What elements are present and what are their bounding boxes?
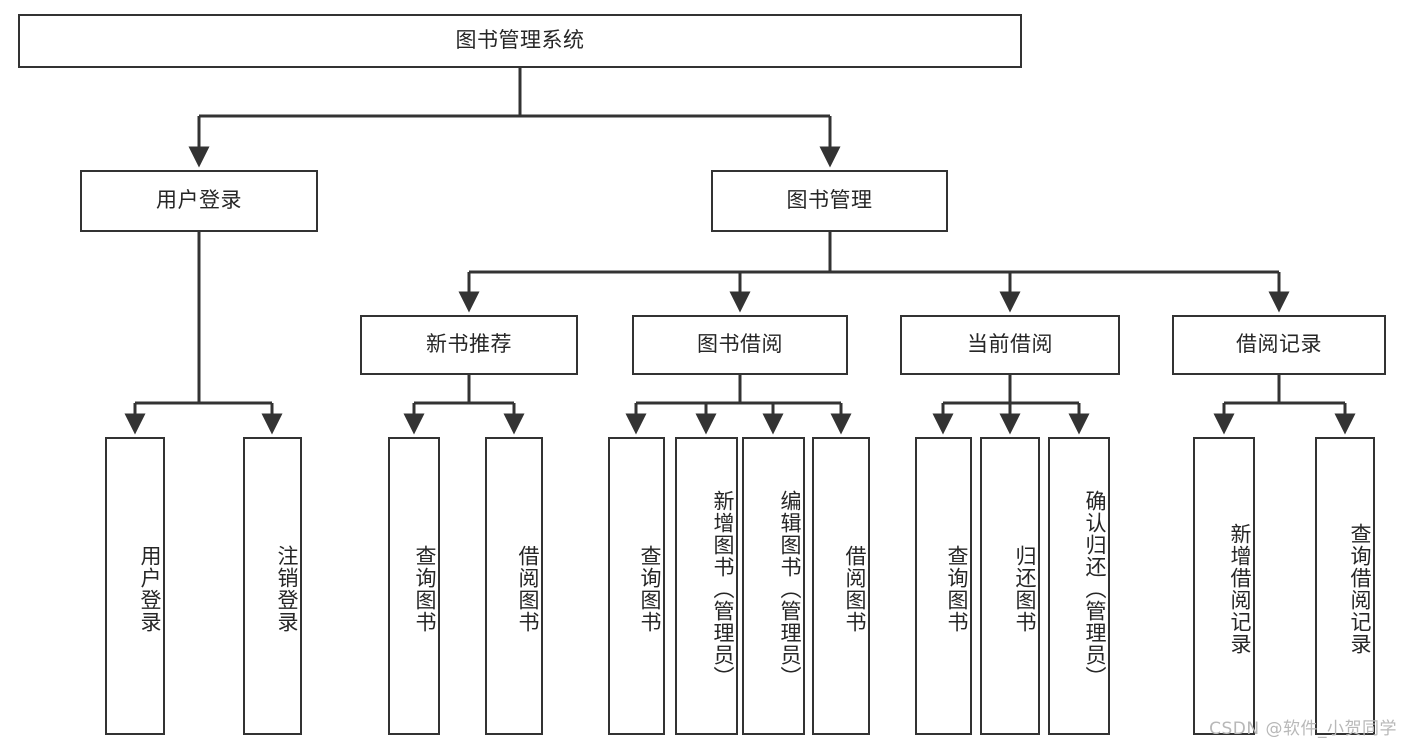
node-new-book-recommend-label: 新书推荐 [426, 332, 512, 357]
node-leaf-query-book-newbook[interactable]: 查询图书 [388, 437, 440, 735]
node-leaf-confirm-return-admin[interactable]: 确认归还（管理员） [1048, 437, 1110, 735]
node-leaf-add-borrow-record-label: 新增借阅记录 [1228, 523, 1252, 655]
node-borrow-record[interactable]: 借阅记录 [1172, 315, 1386, 375]
node-leaf-query-book-borrow[interactable]: 查询图书 [608, 437, 665, 735]
node-root-label: 图书管理系统 [455, 28, 585, 53]
node-leaf-return-book-label: 归还图书 [1013, 545, 1037, 633]
node-book-management-label: 图书管理 [786, 188, 873, 213]
node-current-borrow-label: 当前借阅 [967, 332, 1053, 357]
node-leaf-return-book[interactable]: 归还图书 [980, 437, 1040, 735]
node-leaf-logout-label: 注销登录 [275, 545, 299, 633]
node-leaf-borrow-book-newbook-label: 借阅图书 [516, 545, 540, 633]
node-leaf-edit-book-admin[interactable]: 编辑图书（管理员） [742, 437, 805, 735]
node-leaf-add-book-admin[interactable]: 新增图书（管理员） [675, 437, 738, 735]
node-leaf-query-book-borrow-label: 查询图书 [638, 545, 662, 633]
node-leaf-user-login[interactable]: 用户登录 [105, 437, 165, 735]
node-book-borrow-label: 图书借阅 [697, 332, 783, 357]
node-leaf-query-borrow-record[interactable]: 查询借阅记录 [1315, 437, 1375, 735]
node-root[interactable]: 图书管理系统 [18, 14, 1022, 68]
node-leaf-add-book-admin-label: 新增图书（管理员） [711, 490, 735, 688]
node-leaf-borrow-book-label: 借阅图书 [843, 545, 867, 633]
node-user-login-label: 用户登录 [156, 188, 242, 213]
node-borrow-record-label: 借阅记录 [1236, 332, 1322, 357]
node-leaf-add-borrow-record[interactable]: 新增借阅记录 [1193, 437, 1255, 735]
node-book-management[interactable]: 图书管理 [711, 170, 948, 232]
node-leaf-borrow-book[interactable]: 借阅图书 [812, 437, 870, 735]
node-leaf-logout[interactable]: 注销登录 [243, 437, 302, 735]
node-new-book-recommend[interactable]: 新书推荐 [360, 315, 578, 375]
node-leaf-confirm-return-admin-label: 确认归还（管理员） [1083, 490, 1107, 688]
node-leaf-user-login-label: 用户登录 [138, 545, 162, 633]
node-leaf-query-borrow-record-label: 查询借阅记录 [1348, 523, 1372, 655]
node-current-borrow[interactable]: 当前借阅 [900, 315, 1120, 375]
node-leaf-query-book-current-label: 查询图书 [945, 545, 969, 633]
node-leaf-query-book-current[interactable]: 查询图书 [915, 437, 972, 735]
node-leaf-edit-book-admin-label: 编辑图书（管理员） [778, 490, 802, 688]
node-user-login[interactable]: 用户登录 [80, 170, 318, 232]
node-leaf-borrow-book-newbook[interactable]: 借阅图书 [485, 437, 543, 735]
node-leaf-query-book-newbook-label: 查询图书 [413, 545, 437, 633]
node-book-borrow[interactable]: 图书借阅 [632, 315, 848, 375]
